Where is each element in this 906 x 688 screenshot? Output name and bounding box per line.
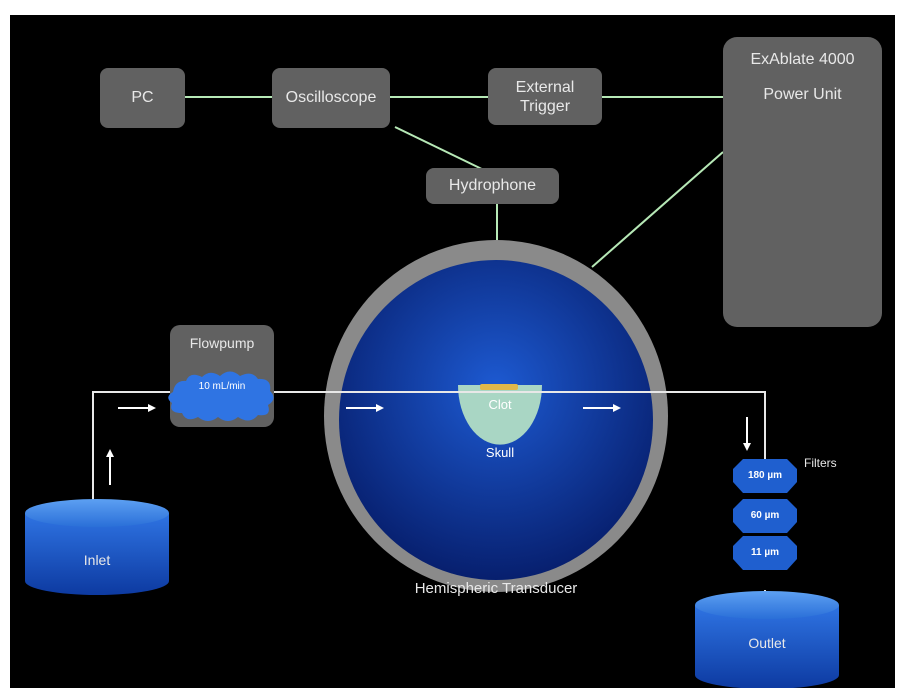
outlet-tank-top	[695, 591, 839, 619]
transducer-label: Hemispheric Transducer	[414, 580, 578, 597]
arrow-right-icon	[376, 404, 384, 412]
flow-splash-shape	[168, 371, 274, 421]
oscilloscope-hydrophone-link	[394, 126, 489, 173]
filter-60-label: 60 µm	[750, 510, 780, 521]
pc-label: PC	[131, 89, 154, 106]
oscilloscope-label: Oscilloscope	[285, 89, 377, 106]
flowpump-label: Flowpump	[189, 335, 255, 351]
diagram-canvas: PC Oscilloscope External Trigger Hydroph…	[10, 15, 895, 688]
flow-tube	[92, 391, 766, 515]
arrow-up-icon	[106, 449, 114, 457]
arrow-right-icon	[148, 404, 156, 412]
power-unit-box: ExAblate 4000 Power Unit	[723, 37, 882, 327]
powerunit-transducer-link	[591, 151, 724, 268]
filter-180-label: 180 µm	[747, 470, 783, 481]
skull-shape	[458, 385, 542, 445]
outlet-label: Outlet	[748, 635, 786, 651]
pc-box: PC	[100, 68, 185, 128]
clot-shape	[480, 384, 518, 390]
power-unit-title: ExAblate 4000	[750, 51, 855, 68]
filter-11-label: 11 µm	[750, 547, 779, 558]
filters-label: Filters	[804, 456, 837, 470]
power-unit-subtitle: Power Unit	[763, 86, 842, 103]
filter-stack	[733, 459, 797, 570]
skull-label: Skull	[485, 445, 515, 460]
filter-3-shape	[733, 536, 797, 570]
diagram-graphics	[25, 96, 839, 688]
inlet-label: Inlet	[83, 552, 111, 568]
flow-arrows	[106, 404, 751, 485]
arrow-down-icon	[743, 443, 751, 451]
filter-1-shape	[733, 459, 797, 493]
outlet-tank-body	[695, 605, 839, 688]
inlet-tank-body	[25, 513, 169, 595]
hydrophone-label: Hydrophone	[448, 177, 537, 194]
flow-rate-label: 10 mL/min	[198, 381, 246, 392]
hydrophone-box: Hydrophone	[426, 168, 559, 204]
inlet-tank-top	[25, 499, 169, 527]
arrow-right-icon	[613, 404, 621, 412]
external-trigger-box: External Trigger	[488, 68, 602, 125]
clot-label: Clot	[488, 397, 512, 412]
oscilloscope-box: Oscilloscope	[272, 68, 390, 128]
filter-2-shape	[733, 499, 797, 533]
external-trigger-label: External Trigger	[515, 78, 575, 115]
